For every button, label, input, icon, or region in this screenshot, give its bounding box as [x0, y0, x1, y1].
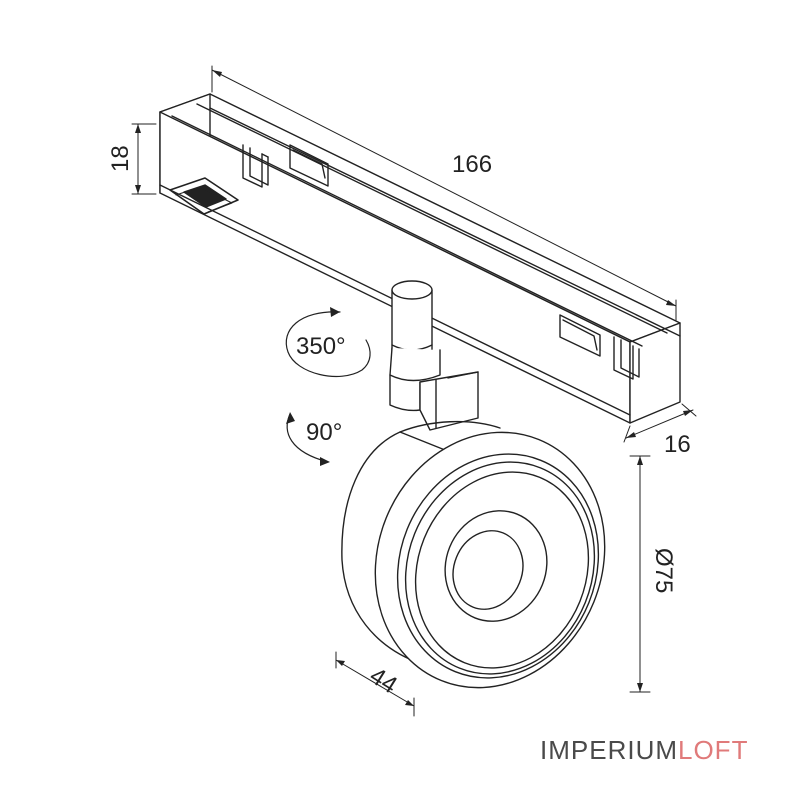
dimension-depth: [335, 651, 415, 717]
lamp-head: [341, 420, 606, 689]
brand-logo-part1: IMPERIUM: [540, 735, 678, 765]
lamp-lens-core: [452, 530, 524, 610]
lamp-back-rim: [374, 431, 606, 689]
swivel-stem: [389, 280, 479, 431]
lamp-front-ring-inner: [414, 471, 590, 669]
left-window: [289, 144, 329, 187]
right-window: [559, 314, 601, 357]
rotation-vertical-arrow: [286, 412, 330, 466]
left-clip: [242, 144, 269, 188]
lamp-lens: [444, 510, 548, 622]
dimension-width: [623, 403, 697, 443]
brand-logo: IMPERIUMLOFT: [540, 735, 748, 766]
dimension-diameter-label: Ø75: [650, 548, 677, 593]
dimension-diameter: [629, 455, 651, 693]
right-clip: [613, 336, 640, 380]
brand-logo-part2: LOFT: [678, 735, 749, 765]
dimension-width-label: 16: [664, 431, 691, 458]
dimension-length: [211, 65, 677, 321]
rotation-horizontal-label: 350°: [296, 333, 346, 360]
track-connector: [159, 93, 681, 424]
rotation-horizontal-arrow: [285, 307, 371, 378]
dimension-length-label: 166: [452, 151, 492, 178]
end-contact-slot: [169, 177, 239, 215]
rotation-vertical-label: 90°: [306, 419, 342, 446]
lamp-front-ring-outer: [396, 453, 600, 679]
dimension-depth-label: 44: [365, 662, 402, 699]
dimension-height: [131, 123, 157, 195]
connector-right-end: [629, 322, 681, 424]
dimension-height-label: 18: [107, 145, 134, 172]
lamp-front-ring-mid: [404, 461, 596, 675]
